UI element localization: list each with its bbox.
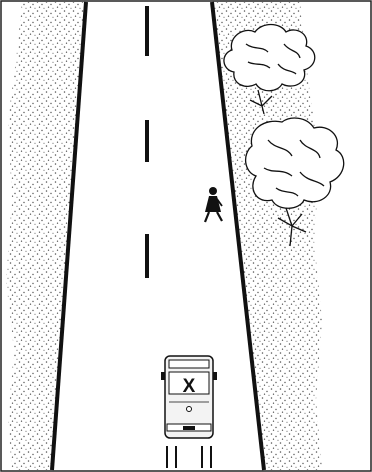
car-x: X xyxy=(161,356,217,438)
car-label: X xyxy=(183,376,196,397)
